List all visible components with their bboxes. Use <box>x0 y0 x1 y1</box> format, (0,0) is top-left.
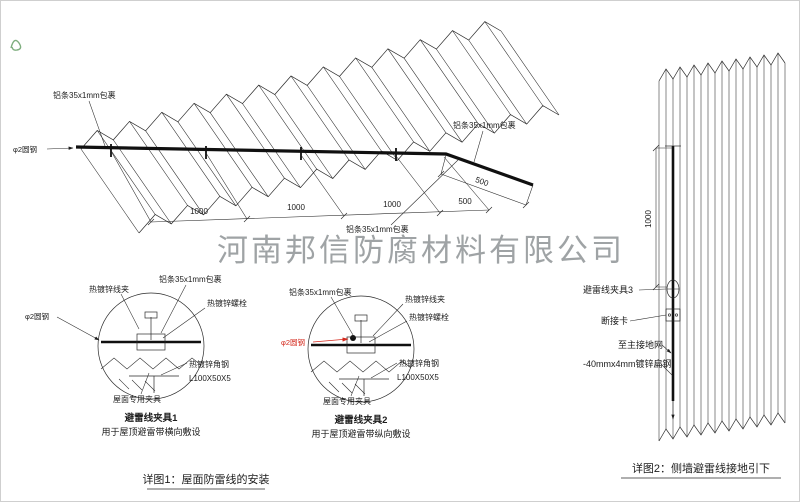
detail2-label-angle-spec: L100X50X5 <box>397 373 439 382</box>
wall-label-flat-steel: -40mmx4mm镀锌扁钢 <box>583 358 672 369</box>
detail2-roof-profile <box>310 360 412 373</box>
company-watermark: 河南邦信防腐材料有限公司 <box>217 233 625 268</box>
roof-isometric-view: 1000 1000 1000 500 500 铝条35x1mm包裹 φ2圆钢 铝… <box>13 21 560 234</box>
detail2-leader-bolt <box>368 320 408 343</box>
detail1-circle <box>97 292 205 400</box>
dimension-chain-line <box>150 209 490 223</box>
roof-label-aluminium-strip-right: 铝条35x1mm包裹 <box>453 120 516 130</box>
caption-detail1: 详图1：屋面防雷线的安装 <box>142 472 269 486</box>
wall-leader-clamp3 <box>638 288 667 291</box>
detail1-leader-strip <box>160 284 187 334</box>
detail2-hatching <box>328 381 366 395</box>
dim-label-1000-c: 1000 <box>383 200 401 209</box>
caption-detail2: 详图2：侧墙避雷线接地引下 <box>632 461 770 475</box>
conductor-clamp-marks <box>110 144 397 161</box>
dim-label-500: 500 <box>458 197 472 206</box>
disconnect-bolt-b <box>674 313 679 317</box>
stray-stamp-mark-icon <box>10 39 22 51</box>
detail2-label-wire-clamp: 热镀锌线夹 <box>405 294 445 304</box>
edge-dimension-ticks <box>437 170 530 209</box>
detail2-round-steel-section <box>350 335 356 341</box>
wall-dimension-ticks <box>652 144 660 291</box>
leader-round-steel <box>46 146 74 150</box>
edge-dim-label: 500 <box>474 175 490 188</box>
detail2-leader-angle-steel <box>370 362 398 379</box>
roof-top-edge-profile <box>80 21 502 150</box>
disconnect-bolt-a <box>667 313 672 317</box>
wall-leader-to-main-grid <box>661 344 672 354</box>
detail1-bolt-nut <box>144 311 158 319</box>
detail2-label-roof-fixture: 屋面专用夹具 <box>323 396 371 406</box>
wall-leader-disconnect <box>629 314 667 322</box>
detail1-label-wire-clamp: 热镀锌线夹 <box>89 284 129 294</box>
side-wall-view: 1000 避雷线夹具3 断接卡 至主接地网 -40mmx4mm镀锌扁钢 <box>583 52 786 442</box>
detail1-subtitle: 用于屋顶避雷带横向敷设 <box>101 426 200 437</box>
detail1-label-angle-steel: 热镀锌角钢 <box>189 359 229 369</box>
wall-label-disconnect: 断接卡 <box>601 315 628 326</box>
roof-label-aluminium-strip-bottom: 铝条35x1mm包裹 <box>346 224 409 234</box>
wall-dimension-lines <box>655 147 673 288</box>
detail2-clamp-body <box>346 336 376 354</box>
dim-label-1000-b: 1000 <box>287 203 305 212</box>
leader-strip-bottom <box>390 159 459 226</box>
detail2-subtitle: 用于屋顶避雷带纵向敷设 <box>311 428 410 439</box>
detail1-label-bolt: 热镀锌螺栓 <box>207 298 247 308</box>
dimension-tick-marks <box>147 206 493 226</box>
leader-strip-top <box>88 100 106 147</box>
dim-label-1000-a: 1000 <box>190 207 208 216</box>
wall-label-clamp3: 避雷线夹具3 <box>583 284 633 295</box>
detail1-clamp-body <box>136 333 166 351</box>
roof-label-aluminium-strip-top: 铝条35x1mm包裹 <box>53 90 116 100</box>
edge-dimension-lines <box>440 154 534 206</box>
roof-corrugation-valley-lines <box>80 30 560 234</box>
detail2-title: 避雷线夹具2 <box>335 414 388 426</box>
leader-strip-right <box>473 130 484 163</box>
wall-corrugation-lines <box>658 53 786 441</box>
detail2-label-angle-steel: 热镀锌角钢 <box>399 358 439 368</box>
detail2-bolt-nut <box>354 314 368 322</box>
roof-corrugation-ridge-lines <box>96 21 544 215</box>
roof-label-round-steel: φ2圆钢 <box>13 144 37 154</box>
wall-leader-flat-steel <box>660 363 673 376</box>
detail2-label-bolt: 热镀锌螺栓 <box>409 312 449 322</box>
detail2-leader-round-steel <box>312 337 349 343</box>
detail2-label-strip: 铝条35x1mm包裹 <box>289 287 352 297</box>
detail1-label-angle-spec: L100X50X5 <box>189 374 231 383</box>
detail1-leader-angle-steel <box>160 362 188 376</box>
detail2-leader-wire-clamp <box>372 303 404 337</box>
detail2-circle <box>307 295 415 403</box>
wall-label-to-main-grid: 至主接地网 <box>618 339 663 350</box>
detail-clamp-2: 铝条35x1mm包裹 热镀锌线夹 热镀锌螺栓 φ2圆钢 热镀锌角钢 L100X5… <box>281 287 449 439</box>
detail1-leader-wire-clamp <box>120 293 140 330</box>
detail1-label-round-steel: φ2圆钢 <box>25 311 49 321</box>
detail1-leader-round-steel <box>56 316 100 341</box>
detail1-label-roof-fixture: 屋面专用夹具 <box>113 394 161 404</box>
detail-clamp-1: 热镀锌线夹 铝条35x1mm包裹 热镀锌螺栓 φ2圆钢 热镀锌角钢 L100X5… <box>25 274 247 437</box>
detail1-leader-bolt <box>162 307 206 339</box>
detail2-leader-strip <box>330 296 354 336</box>
dimension-extension-lines <box>110 150 490 223</box>
detail1-hatching <box>118 378 156 392</box>
detail1-title: 避雷线夹具1 <box>125 412 179 424</box>
wall-dim-label: 1000 <box>644 210 653 228</box>
detail1-label-strip: 铝条35x1mm包裹 <box>159 274 222 284</box>
lightning-conductor-line <box>75 145 534 187</box>
detail1-roof-profile <box>100 357 202 370</box>
detail1-leader-roof-fixture <box>140 372 150 395</box>
detail2-label-round-steel: φ2圆钢 <box>281 337 305 347</box>
detail2-leader-roof-fixture <box>350 375 360 397</box>
